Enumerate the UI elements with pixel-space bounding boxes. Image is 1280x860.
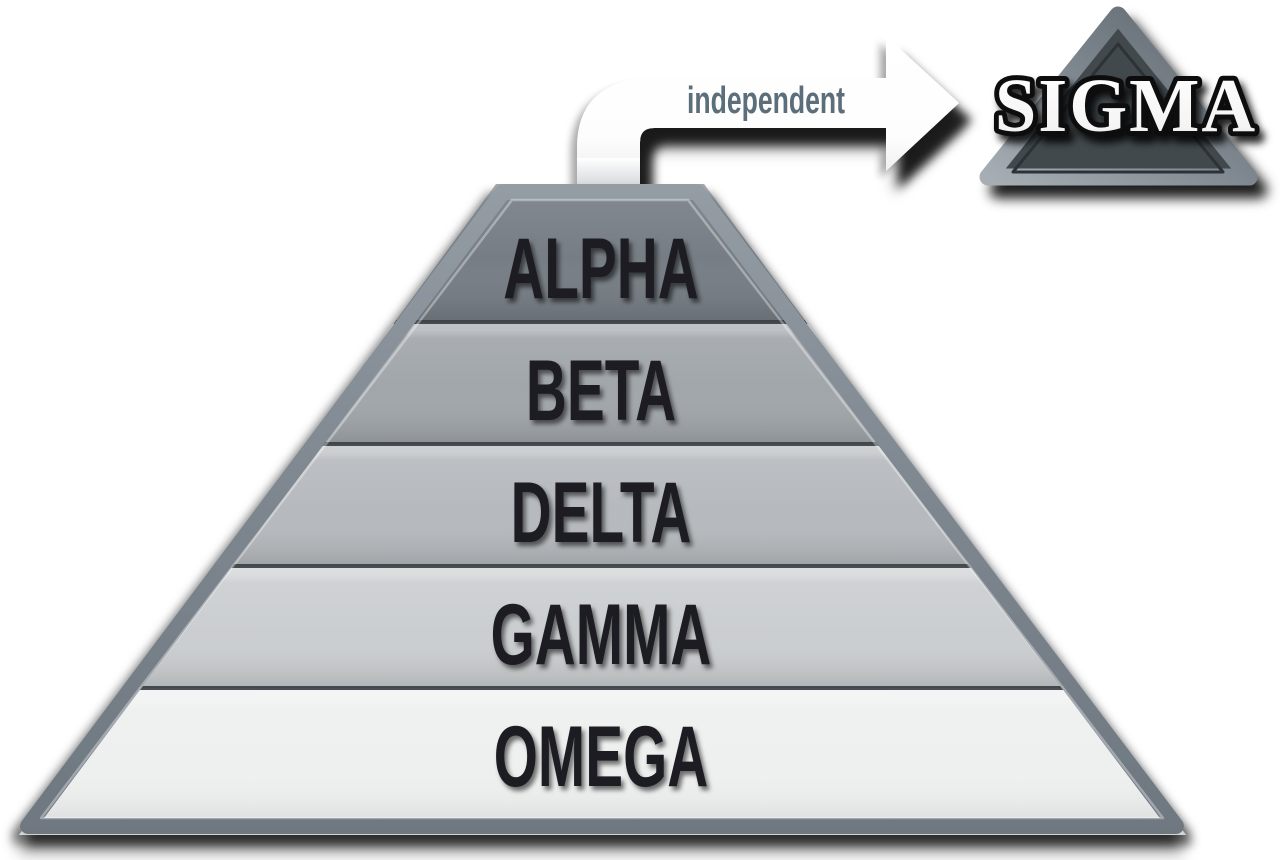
arrow-label: independent — [687, 78, 845, 121]
pyramid-border — [20, 184, 1184, 834]
level-label-gamma: GAMMA — [491, 587, 712, 683]
level-label-omega: OMEGA — [494, 709, 708, 805]
sigma-triangle-inner-edge — [1011, 42, 1225, 174]
pyramid-labels: ALPHA BETA DELTA GAMMA OMEGA — [491, 221, 712, 805]
level-bevel — [19, 688, 1186, 835]
level-label-delta: DELTA — [511, 465, 692, 561]
pyramid-inner-highlight — [39, 198, 1165, 820]
level-label-beta: BETA — [526, 343, 676, 439]
sigma-label: SIGMA — [995, 64, 1257, 148]
arrow-shape — [577, 36, 959, 198]
level-label-alpha: ALPHA — [503, 221, 698, 317]
pyramid: ALPHA BETA DELTA GAMMA OMEGA — [19, 184, 1186, 835]
sigma-triangle — [979, 6, 1258, 186]
sigma-logo: SIGMA — [979, 6, 1260, 186]
